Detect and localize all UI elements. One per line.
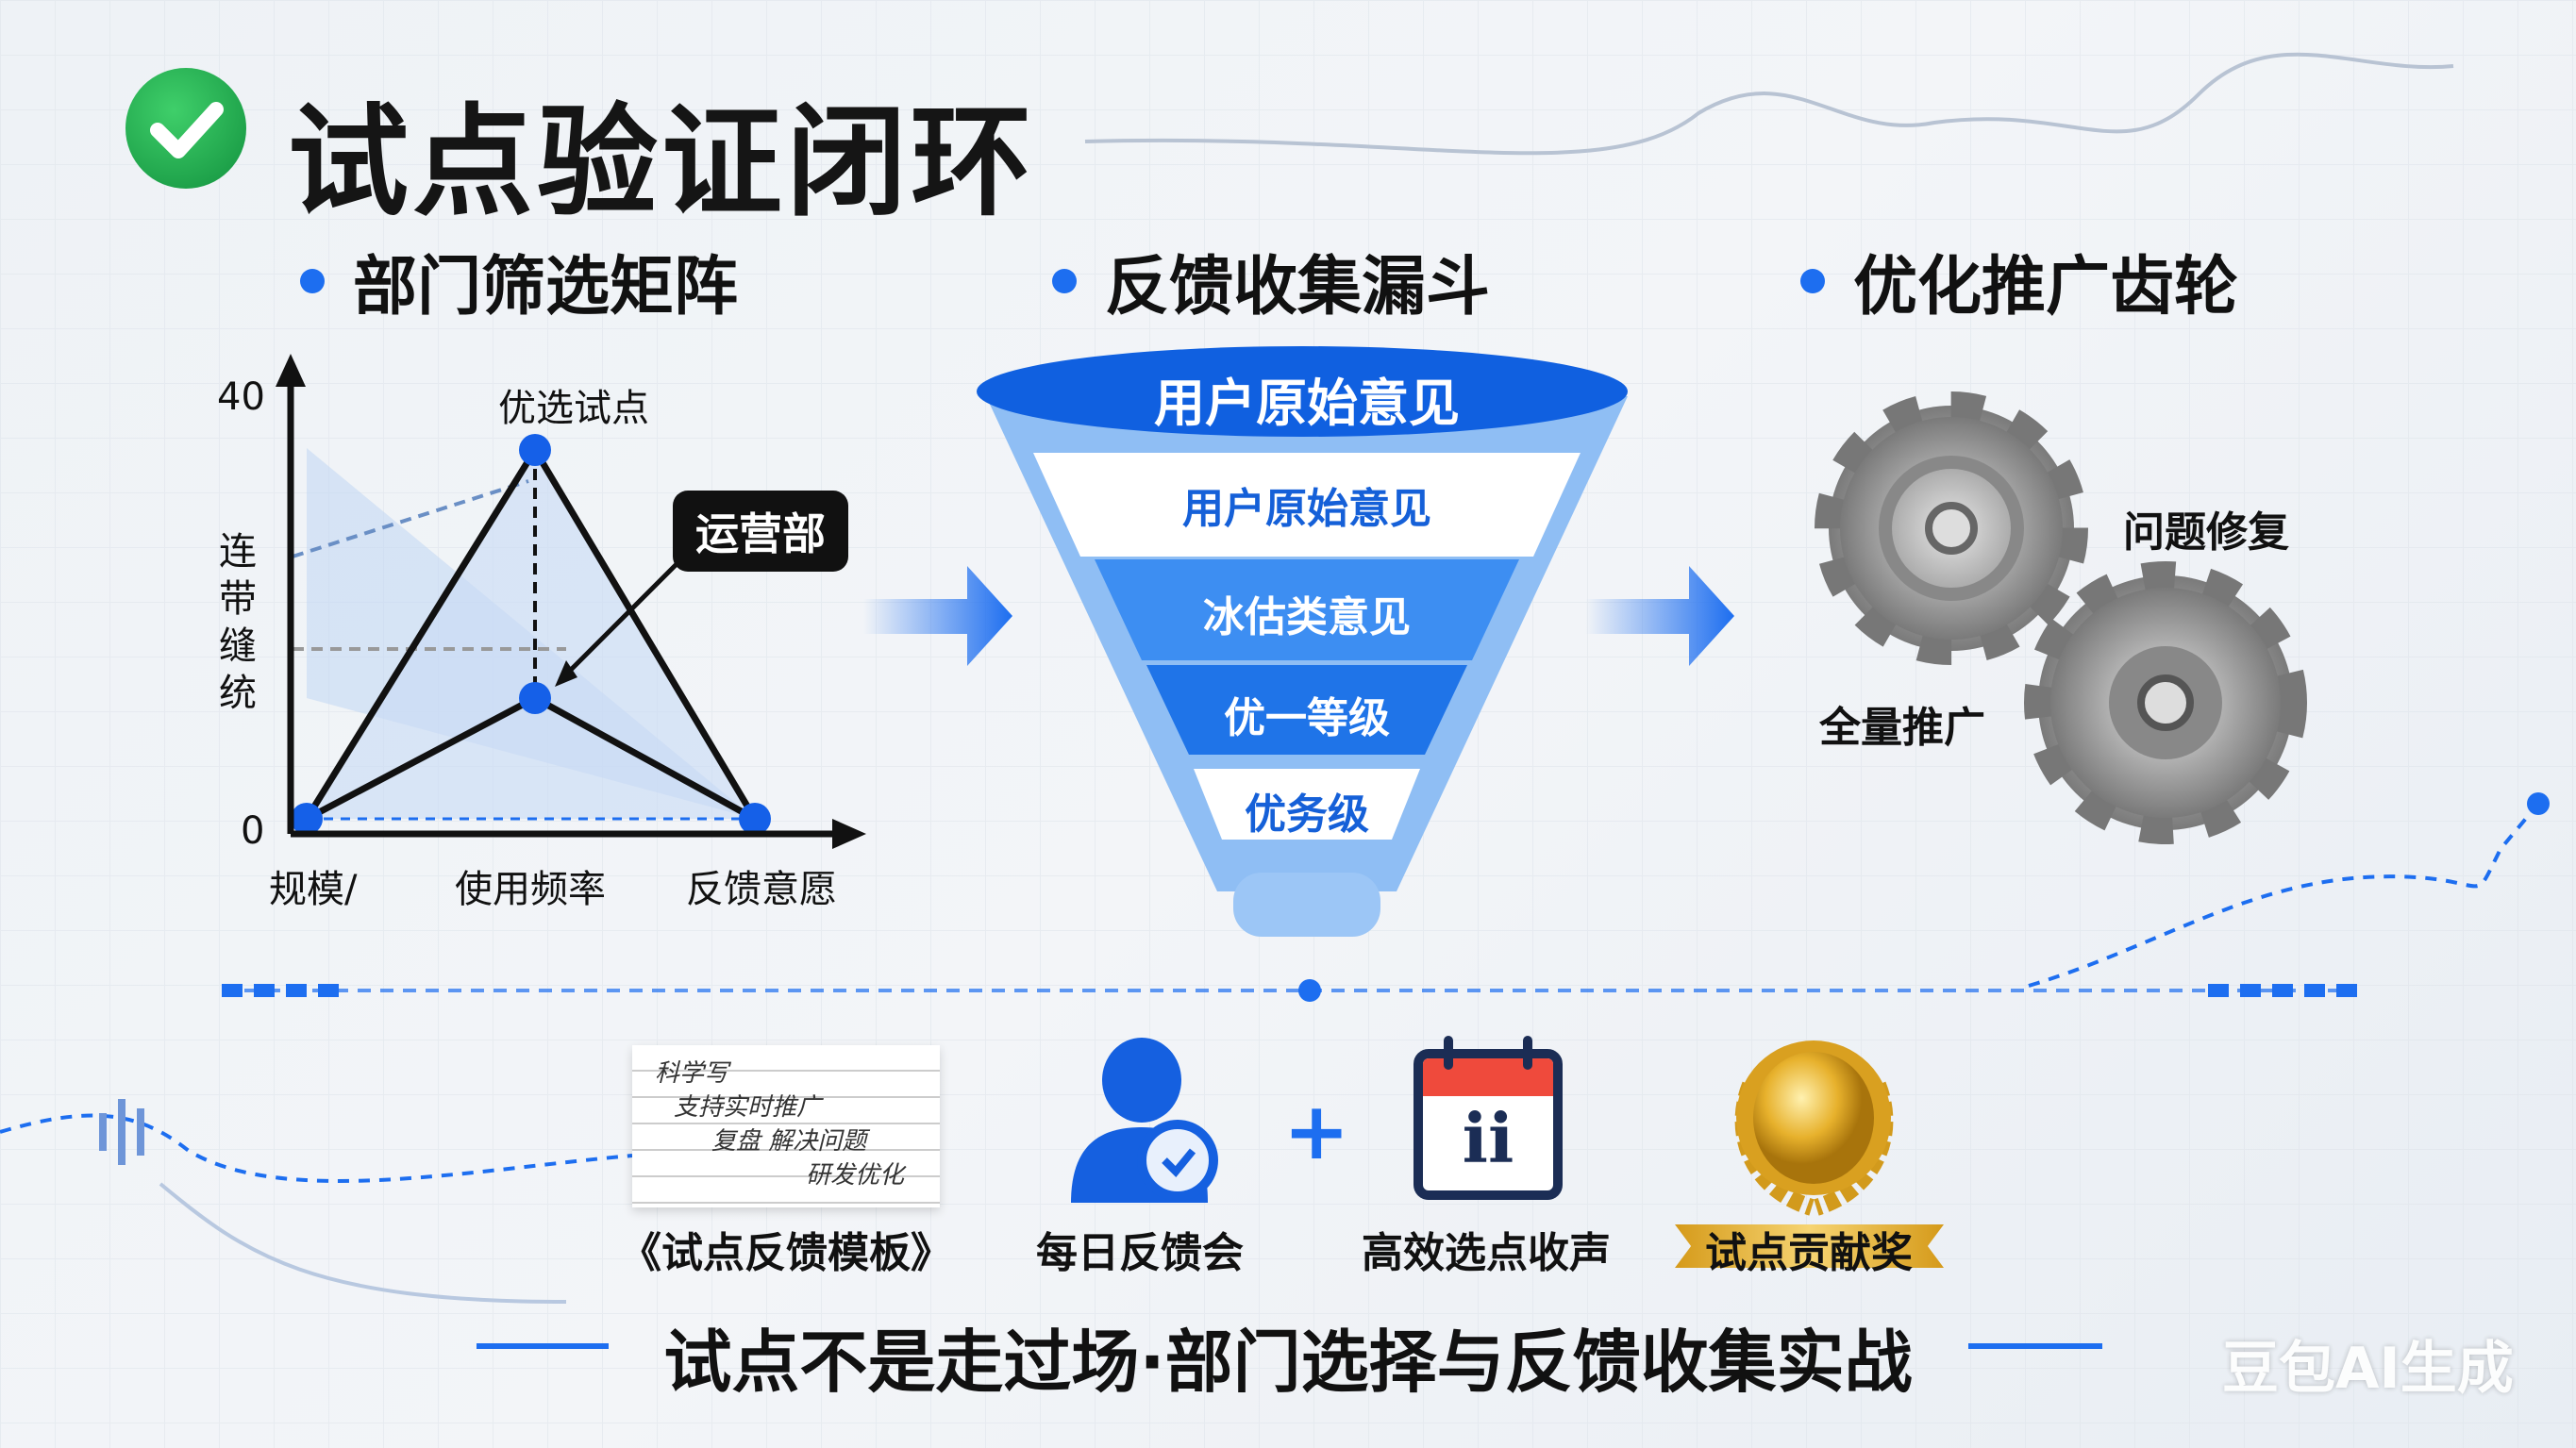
selection-matrix-diagram [276, 354, 866, 849]
funnel-level-3: 冰估类意见 [1203, 593, 1411, 641]
x-label-scale: 规模/ [269, 868, 358, 911]
tagline: 试点不是走过场·部门选择与反馈收集实战 [663, 1323, 1913, 1402]
arrow-right-icon [1585, 566, 1734, 666]
section-heading-gears: 优化推广齿轮 [1800, 234, 2238, 327]
arrow-right-icon [863, 566, 1012, 666]
callout-operations: 运营部 [673, 491, 848, 572]
calendar-icon: ii [1413, 1049, 1563, 1200]
note-line: 支持实时推广 [674, 1093, 822, 1122]
y-axis-label: 连带缝统 [219, 530, 257, 715]
calendar-rings [1444, 1036, 1453, 1070]
plus-icon: + [1283, 1085, 1350, 1177]
y-tick-0: 0 [241, 809, 265, 853]
gear-label-rollout: 全量推广 [1819, 704, 1985, 752]
calendar-date: ii [1462, 1098, 1514, 1178]
medal-icon [1734, 1040, 1894, 1216]
section-label: 部门筛选矩阵 [353, 250, 739, 325]
page-title: 试点验证闭环 [288, 92, 1036, 233]
section-label: 优化推广齿轮 [1853, 250, 2239, 325]
section-label: 反馈收集漏斗 [1105, 250, 1491, 325]
note-line: 研发优化 [806, 1161, 905, 1190]
x-label-frequency: 使用频率 [455, 868, 606, 911]
gear-label-fix: 问题修复 [2123, 508, 2289, 557]
note-line: 科学写 [655, 1059, 729, 1088]
y-tick-40: 40 [217, 375, 265, 419]
funnel-level-5: 优务级 [1245, 791, 1369, 839]
feedback-template-note: 科学写支持实时推广复盘 解决问题研发优化 [632, 1045, 940, 1207]
check-icon [125, 68, 246, 189]
feedback-funnel: 用户原始意见 用户原始意见 冰估类意见 优一等级 优务级 [977, 344, 1637, 948]
divider-right [1968, 1343, 2102, 1349]
label-contribution-award: 试点贡献奖 [1705, 1229, 1913, 1277]
funnel-level-2: 用户原始意见 [1182, 485, 1431, 533]
section-heading-matrix: 部门筛选矩阵 [300, 234, 738, 327]
watermark: 豆包AI生成 [2222, 1336, 2514, 1402]
section-heading-funnel: 反馈收集漏斗 [1052, 234, 1490, 327]
note-line: 复盘 解决问题 [711, 1127, 867, 1156]
label-efficient-selection: 高效选点收声 [1362, 1229, 1611, 1277]
bullet-icon [1800, 268, 1825, 293]
x-label-willingness: 反馈意愿 [686, 868, 837, 911]
divider-left [477, 1343, 609, 1349]
label-feedback-template: 《试点反馈模板》 [620, 1229, 952, 1277]
top-point-label: 优选试点 [498, 387, 649, 430]
bullet-icon [1052, 268, 1077, 293]
funnel-level-4: 优一等级 [1224, 694, 1390, 742]
gears-icon [1815, 391, 2307, 844]
award-ribbon [1675, 1224, 1944, 1268]
label-daily-meeting: 每日反馈会 [1036, 1229, 1244, 1277]
bullet-icon [300, 268, 325, 293]
funnel-level-1: 用户原始意见 [1154, 374, 1460, 433]
person-feedback-icon [1071, 1038, 1218, 1203]
